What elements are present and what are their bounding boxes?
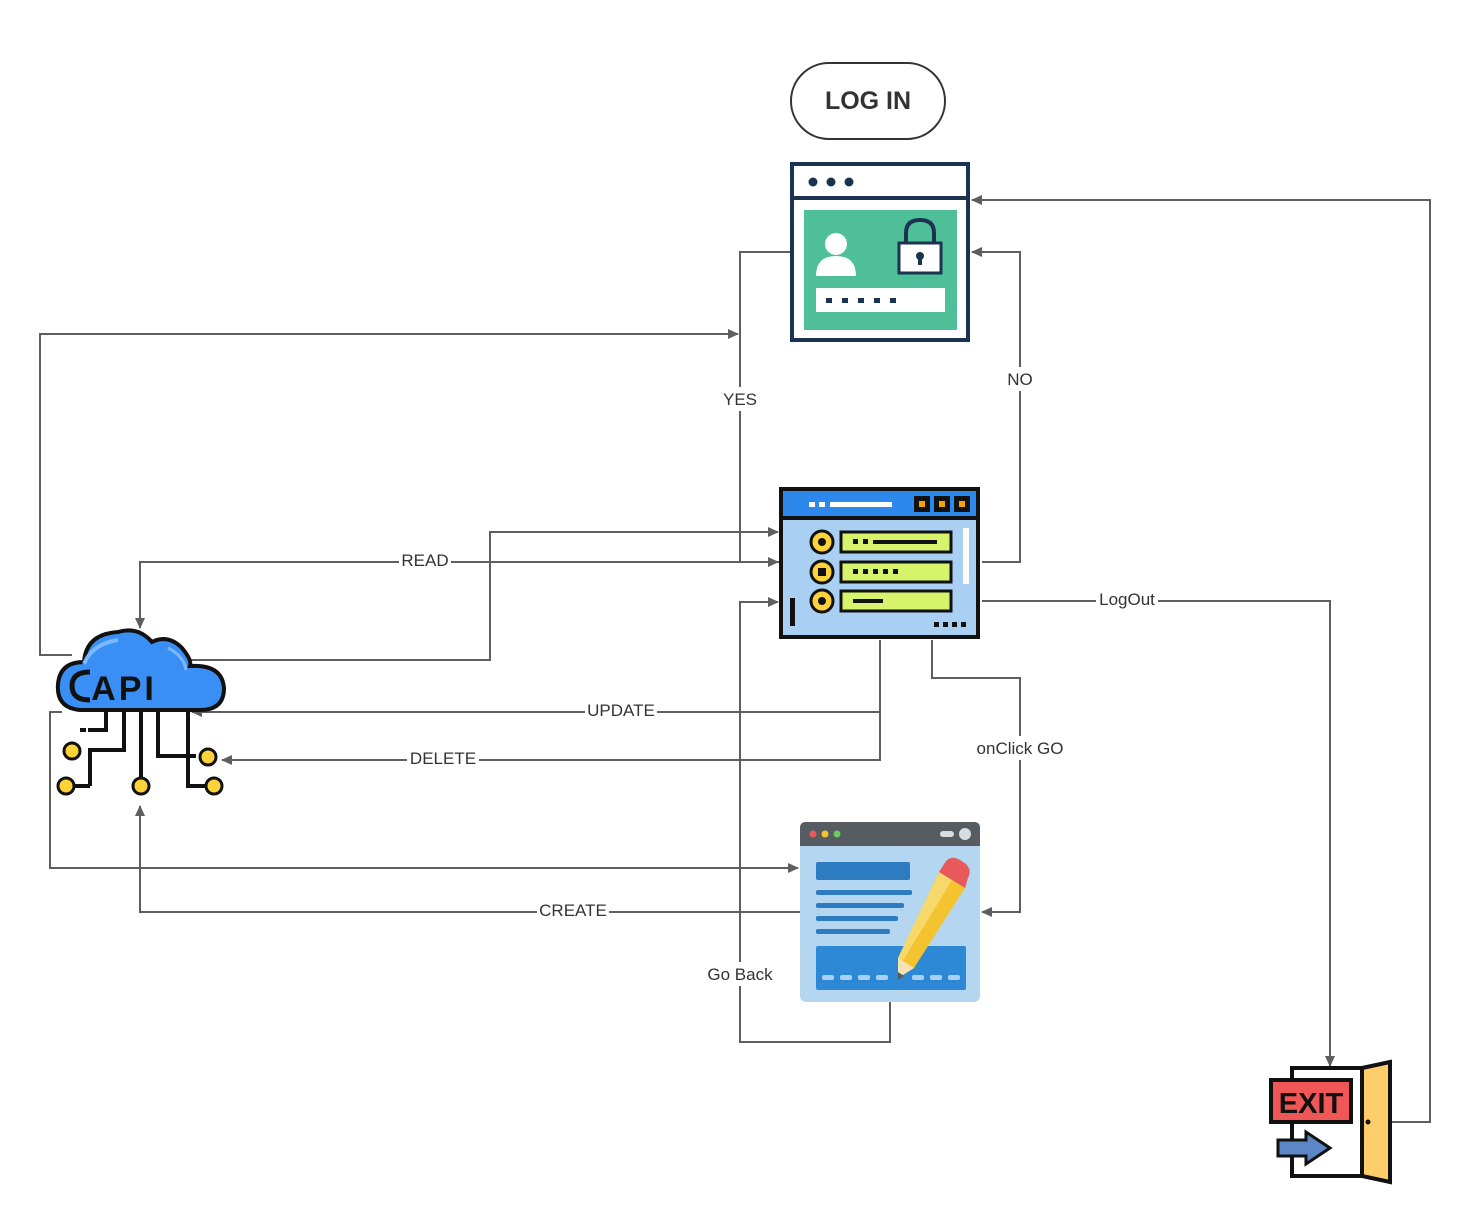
edge-label-yes: YES: [723, 390, 757, 409]
api-cloud-icon: API: [55, 628, 227, 796]
edge-delete: [221, 640, 881, 765]
edge-labels: YES NO READ UPDATE DELETE CREATE LogOut …: [399, 367, 1158, 986]
edge-label-create: CREATE: [539, 901, 607, 920]
edge-label-onclick-go: onClick GO: [977, 739, 1064, 758]
edge-label-logout: LogOut: [1099, 590, 1155, 609]
edge-onclick-go: [931, 640, 1021, 917]
edge-label-update: UPDATE: [587, 701, 655, 720]
exit-door-icon: EXIT: [1269, 1059, 1392, 1185]
login-window-icon: [790, 162, 970, 342]
edge-update: [191, 640, 881, 717]
editor-window-icon: [800, 822, 980, 1002]
edge-label-go-back: Go Back: [707, 965, 773, 984]
edge-api-to-editor: [49, 711, 799, 873]
api-label: API: [91, 670, 157, 708]
edge-go-back: [739, 597, 891, 1043]
edge-exit-to-login: [971, 195, 1431, 1123]
edge-label-delete: DELETE: [410, 749, 476, 768]
server-dashboard-icon: [779, 487, 980, 639]
lock-icon: [897, 217, 943, 275]
edge-label-no: NO: [1007, 370, 1033, 389]
start-node-log-in: LOG IN: [790, 62, 946, 140]
edges: [39, 195, 1431, 1123]
edge-api-to-login: [39, 329, 739, 656]
pencil-icon: [898, 857, 970, 980]
edge-api-to-dashboard: [185, 527, 779, 661]
user-icon: [816, 233, 856, 276]
exit-label: EXIT: [1279, 1088, 1344, 1120]
edge-no: [971, 247, 1021, 563]
edge-read: [135, 561, 780, 629]
edge-create: [135, 805, 800, 913]
edge-logout: [982, 600, 1335, 1067]
edge-label-read: READ: [401, 551, 448, 570]
